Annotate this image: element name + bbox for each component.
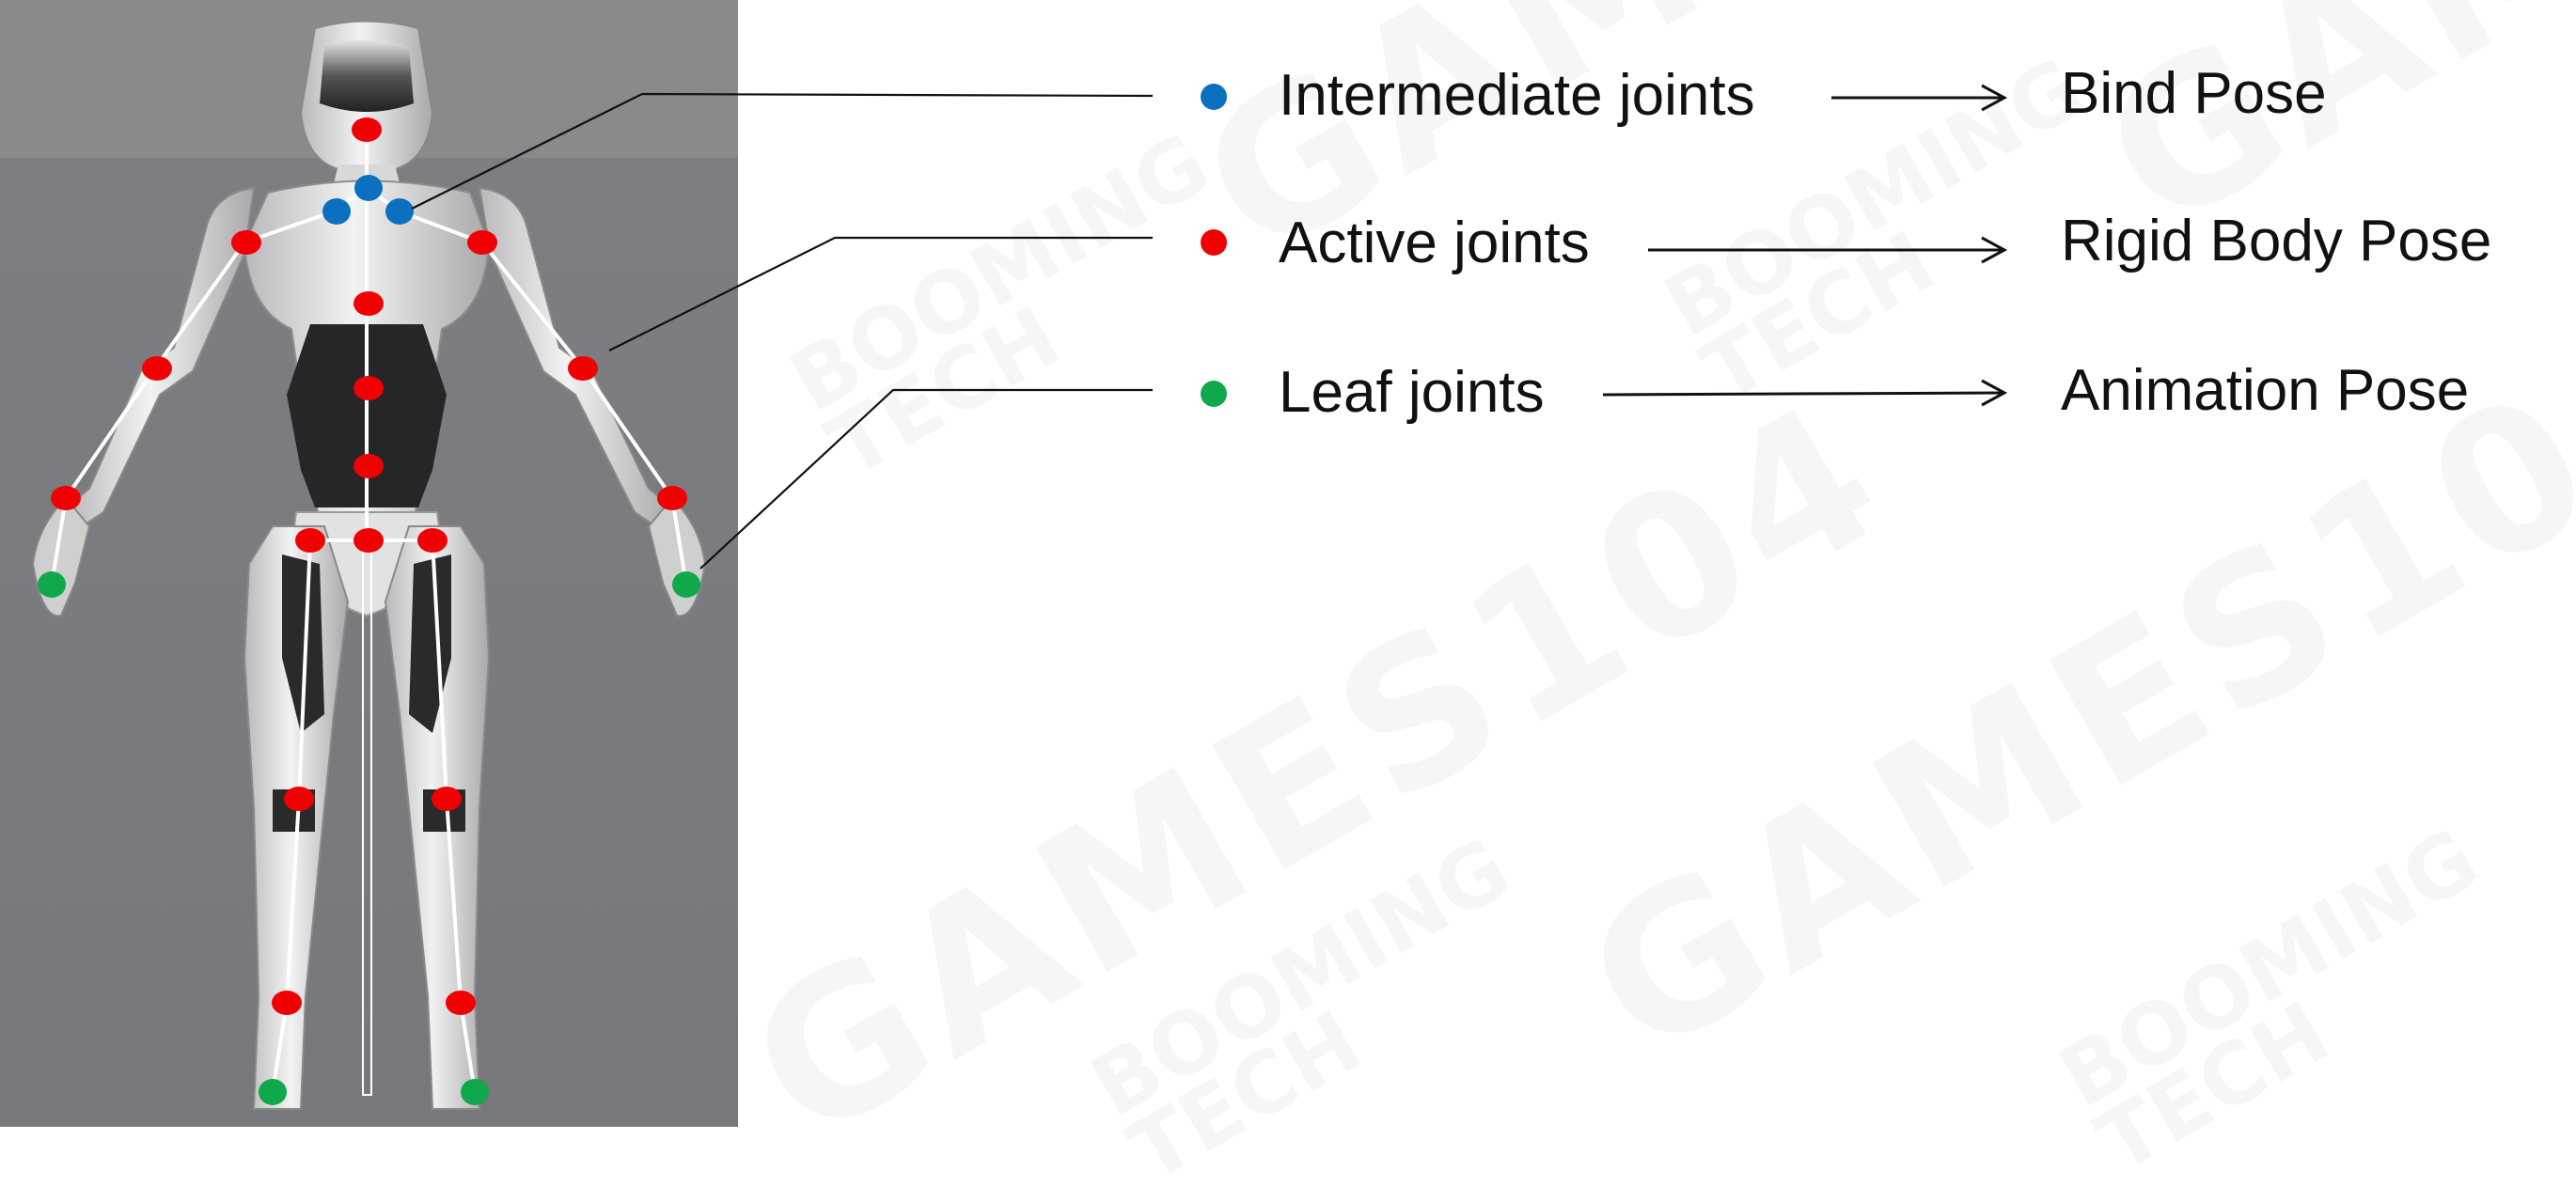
active-joint-marker — [353, 376, 384, 400]
pose-label: Bind Pose — [2061, 61, 2327, 126]
arrow-head — [1981, 84, 2008, 112]
active-joint-marker — [295, 528, 325, 553]
callout-line-leaf — [699, 388, 1153, 570]
callout-line-intermediate — [411, 92, 1154, 210]
active-joint-marker — [352, 117, 382, 142]
active-joint-marker — [353, 528, 384, 553]
arrow-line — [1602, 391, 2003, 397]
legend-label: Active joints — [1279, 211, 1590, 275]
leaf-joint-marker — [38, 571, 66, 598]
callout-lines — [411, 84, 2008, 570]
legend-label: Intermediate joints — [1279, 63, 1755, 128]
active-joint-marker — [353, 454, 384, 478]
leaf-joint-marker — [672, 571, 700, 598]
active-joint-marker — [417, 528, 448, 553]
active-joint-dot-icon — [1201, 229, 1227, 256]
active-joint-marker — [568, 356, 598, 381]
arrow-head — [1981, 379, 2008, 407]
active-joint-marker — [272, 991, 302, 1015]
active-joint-marker — [284, 787, 314, 811]
joint-markers — [38, 117, 700, 1105]
intermediate-joint-dot-icon — [1201, 84, 1227, 110]
leaf-joint-dot-icon — [1201, 381, 1227, 407]
active-joint-marker — [353, 291, 384, 316]
intermediate-joint-marker — [354, 175, 383, 201]
callout-line-active — [608, 236, 1153, 351]
active-joint-marker — [467, 230, 497, 255]
intermediate-joint-marker — [322, 198, 351, 225]
active-joint-marker — [446, 991, 476, 1015]
intermediate-joint-marker — [385, 198, 414, 225]
pose-label: Rigid Body Pose — [2061, 209, 2492, 273]
active-joint-marker — [231, 230, 261, 255]
legend-row-leaf: Leaf joints Animation Pose — [0, 358, 2576, 433]
legend-row-active: Active joints Rigid Body Pose — [0, 209, 2576, 284]
arrow-head — [1981, 236, 2008, 264]
active-joint-marker — [51, 486, 81, 510]
arrows — [1602, 84, 2008, 407]
legend-label: Leaf joints — [1279, 360, 1545, 425]
pose-label: Animation Pose — [2061, 358, 2470, 423]
leaf-joint-marker — [259, 1079, 287, 1105]
active-joint-marker — [142, 356, 172, 381]
active-joint-marker — [657, 486, 687, 510]
skeleton-bones — [50, 130, 688, 1096]
character-figure-panel — [0, 0, 738, 1127]
legend-row-intermediate: Intermediate joints Bind Pose — [0, 61, 2576, 136]
active-joint-marker — [432, 787, 462, 811]
leaf-joint-marker — [461, 1079, 489, 1105]
robot-skeleton-illustration — [31, 20, 707, 1110]
